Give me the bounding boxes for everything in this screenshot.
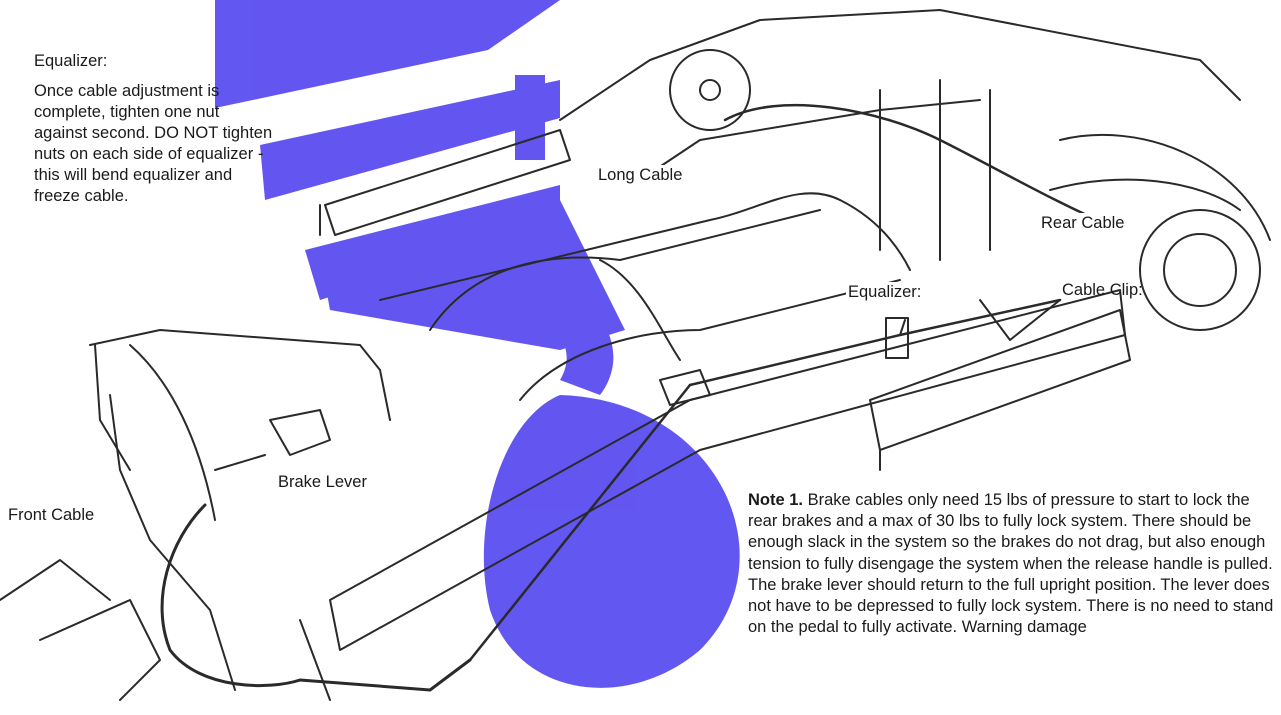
equalizer-instructions-text: Once cable adjustment is complete, tight…: [34, 82, 273, 205]
chassis-drawing: [0, 9, 1271, 701]
equalizer-instructions: Equalizer: Once cable adjustment is comp…: [34, 51, 274, 207]
label-cable-clip: Cable Clip:: [1062, 281, 1143, 299]
label-brake-lever: Brake Lever: [276, 472, 369, 493]
label-front-cable: Front Cable: [6, 505, 97, 526]
note-1-text: Brake cables only need 15 lbs of pressur…: [748, 491, 1274, 637]
watermark: [215, 0, 740, 688]
label-long-cable: Long Cable: [596, 165, 685, 186]
label-rear-cable: Rear Cable: [1039, 213, 1127, 234]
label-equalizer: Equalizer:: [846, 282, 924, 303]
note-1: Note 1. Brake cables only need 15 lbs of…: [748, 486, 1281, 639]
equalizer-instructions-title: Equalizer:: [34, 52, 108, 70]
note-1-heading: Note 1.: [748, 491, 804, 509]
